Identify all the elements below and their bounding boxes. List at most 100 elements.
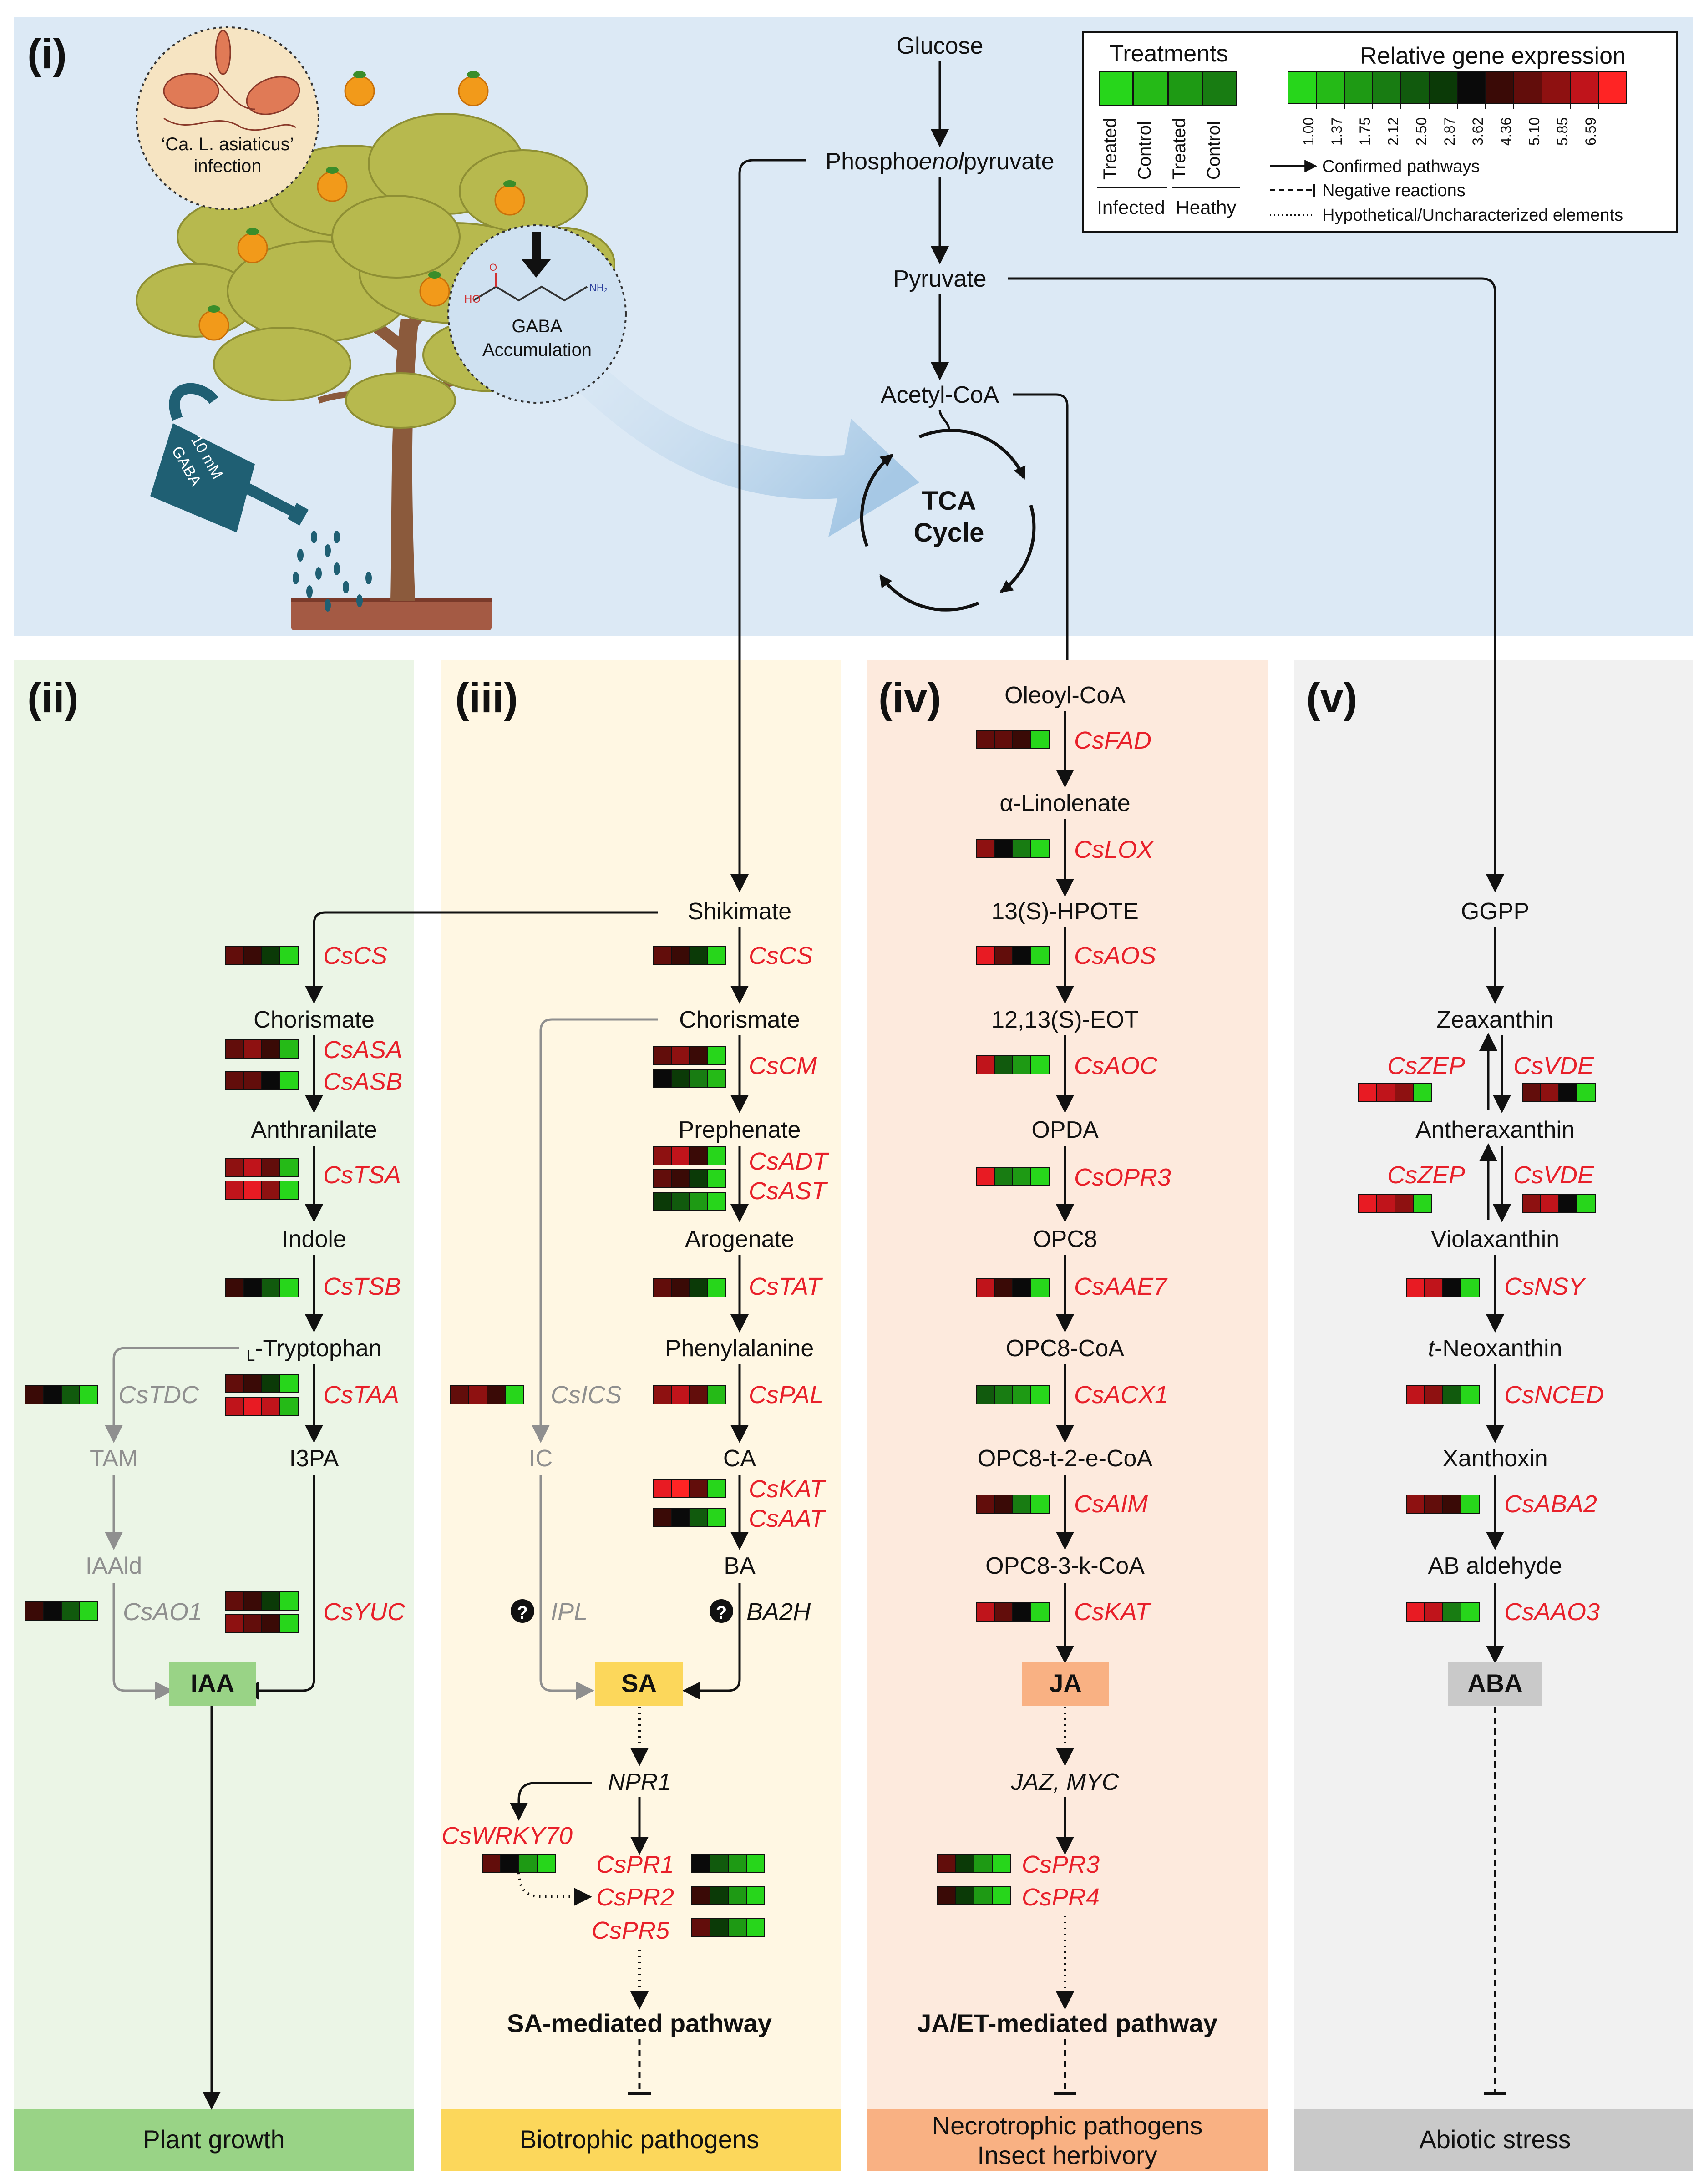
heatmap-cell — [225, 1158, 244, 1177]
gaba-label: GABA — [512, 316, 562, 336]
heatmap-cell — [1030, 1602, 1050, 1622]
scale-swatch — [1513, 71, 1542, 104]
treatment-swatch — [1133, 71, 1168, 106]
svg-text:HO: HO — [464, 293, 481, 305]
heatmap-strip-iv-aim — [976, 1495, 1050, 1514]
scale-value-label: 1.37 — [1329, 117, 1345, 146]
heatmap-strip-iii-tat — [653, 1278, 726, 1297]
heatmap-cell — [487, 1385, 506, 1404]
v-ggpp: GGPP — [1461, 898, 1529, 925]
outcome-bar-iii — [441, 2109, 841, 2171]
outcome-biotrophic: Biotrophic pathogens — [520, 2125, 759, 2154]
gene-ii-cstaa: CsTAA — [323, 1381, 399, 1409]
heatmap-cell — [671, 946, 690, 965]
gene-iii-ipl: IPL — [551, 1598, 588, 1626]
heatmap-cell — [1012, 1278, 1031, 1297]
heatmap-cell — [689, 1192, 708, 1211]
scale-value-label: 3.62 — [1470, 117, 1486, 146]
ii-indole: Indole — [282, 1226, 346, 1252]
heatmap-cell — [25, 1385, 44, 1404]
heatmap-strip-iii-cm1 — [653, 1046, 726, 1065]
heatmap-cell — [671, 1146, 690, 1165]
gene-iii-csadt: CsADT — [749, 1148, 830, 1175]
iii-phenylalanine: Phenylalanine — [665, 1335, 814, 1362]
heatmap-cell — [468, 1385, 487, 1404]
iii-chorismate: Chorismate — [679, 1007, 800, 1033]
outcome-insect: Insect herbivory — [977, 2141, 1157, 2169]
gene-iii-cspal: CsPAL — [749, 1381, 823, 1409]
heatmap-layer — [25, 730, 1596, 1937]
heatmap-cell — [992, 1854, 1011, 1873]
connector-pep-shikimate — [730, 159, 806, 892]
iv-hpote: 13(S)-HPOTE — [991, 898, 1139, 925]
scale-swatch — [1485, 71, 1514, 104]
heatmap-cell — [1406, 1495, 1425, 1514]
heatmap-cell — [450, 1385, 469, 1404]
heatmap-cell — [976, 1602, 995, 1622]
gene-iv-csaoc: CsAOC — [1074, 1052, 1158, 1079]
heatmap-cell — [992, 1886, 1011, 1905]
heatmap-cell — [746, 1886, 765, 1905]
heatmap-cell — [1413, 1194, 1432, 1213]
svg-text:NH₂: NH₂ — [589, 282, 608, 294]
sa-pathway-label: SA-mediated pathway — [507, 2009, 772, 2037]
gaba-inset: HO NH₂ O GABA Accumulation — [447, 224, 627, 404]
gene-ii-cstsa: CsTSA — [323, 1161, 401, 1189]
heatmap-cell — [279, 1181, 299, 1200]
outcome-bar-v — [1294, 2109, 1693, 2171]
heatmap-cell — [261, 1278, 280, 1297]
panel-label-ii: (ii) — [27, 675, 78, 721]
heatmap-strip-ii-asa — [225, 1039, 299, 1059]
gene-v-csaba2: CsABA2 — [1504, 1490, 1597, 1518]
legend-hypothetical: Hypothetical/Uncharacterized elements — [1322, 206, 1623, 225]
heatmap-cell — [994, 1167, 1013, 1186]
heatmap-cell — [1012, 1167, 1031, 1186]
heatmap-cell — [1424, 1602, 1443, 1622]
heatmap-cell — [955, 1854, 974, 1873]
treatment-col-label: Treated — [1100, 118, 1120, 180]
heatmap-cell — [43, 1385, 62, 1404]
heatmap-cell — [261, 1071, 280, 1090]
treatments-title: Treatments — [1109, 41, 1228, 67]
heatmap-strip-v-zep2 — [1358, 1194, 1432, 1213]
heatmap-cell — [1376, 1083, 1395, 1102]
heatmap-strip-iv-fad — [976, 730, 1050, 749]
heatmap-cell — [225, 1278, 244, 1297]
ja-box — [1022, 1662, 1109, 1706]
heatmap-cell — [728, 1886, 747, 1905]
heatmap-cell — [1577, 1194, 1596, 1213]
gene-iv-cspr3: CsPR3 — [1022, 1851, 1100, 1878]
heatmap-cell — [728, 1918, 747, 1937]
gene-v-csnced: CsNCED — [1504, 1381, 1604, 1409]
heatmap-cell — [653, 1146, 672, 1165]
treatment-col-label: Control — [1204, 121, 1224, 180]
heatmap-cell — [261, 1158, 280, 1177]
heatmap-cell — [1012, 1055, 1031, 1074]
heatmap-cell — [994, 1055, 1013, 1074]
heatmap-strip-iii-adt1 — [653, 1146, 726, 1165]
heatmap-cell — [1424, 1278, 1443, 1297]
heatmap-cell — [689, 1385, 708, 1404]
iaa-label: IAA — [191, 1669, 234, 1698]
heatmap-cell — [653, 1192, 672, 1211]
heatmap-cell — [1558, 1194, 1577, 1213]
heatmap-cell — [653, 946, 672, 965]
ii-chorismate: Chorismate — [254, 1007, 375, 1033]
heatmap-cell — [79, 1385, 98, 1404]
ja-label: JA — [1049, 1669, 1082, 1698]
heatmap-cell — [1406, 1602, 1425, 1622]
heatmap-cell — [653, 1069, 672, 1088]
ii-i3pa: I3PA — [289, 1445, 339, 1472]
outcome-abiotic: Abiotic stress — [1420, 2125, 1571, 2154]
scale-value-label: 5.85 — [1554, 117, 1571, 146]
scale-value-label: 2.50 — [1413, 117, 1430, 146]
gene-v-csnsy: CsNSY — [1504, 1273, 1587, 1300]
watering-can: 10 mM GABA — [150, 383, 372, 612]
heatmap-cell — [243, 1397, 262, 1416]
heatmap-cell — [994, 730, 1013, 749]
ii-tryptophan: L-Tryptophan — [246, 1335, 381, 1364]
heatmap-cell — [43, 1601, 62, 1621]
heatmap-cell — [653, 1169, 672, 1188]
heatmap-strip-iv-kat — [976, 1602, 1050, 1622]
heatmap-cell — [937, 1854, 956, 1873]
